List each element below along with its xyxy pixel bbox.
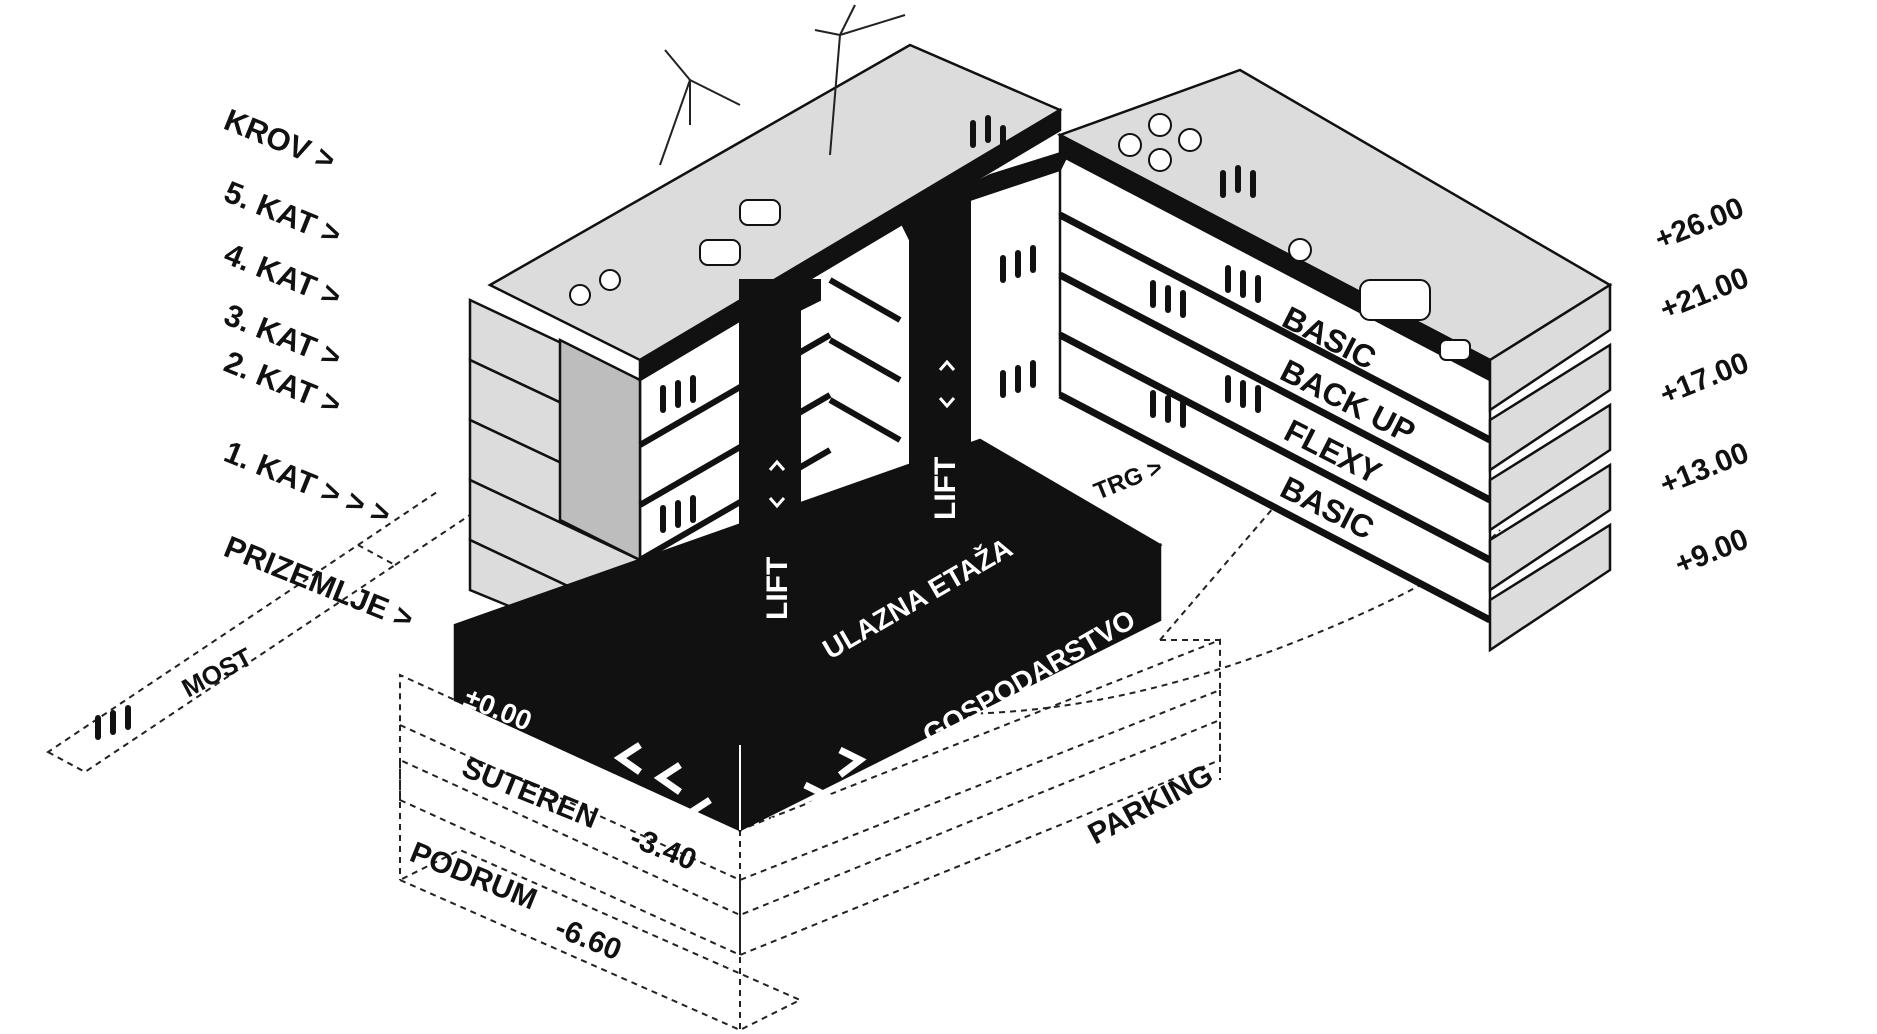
elevation-21: +21.00 xyxy=(1655,261,1753,326)
label-kat1: 1. KAT > > > xyxy=(219,434,395,532)
trg-label: TRG > xyxy=(1090,454,1166,506)
floor-labels: KROV > 5. KAT > 4. KAT > 3. KAT > 2. KAT… xyxy=(177,102,419,703)
lift-label-right: LIFT xyxy=(929,457,962,520)
elevation-9: +9.00 xyxy=(1670,522,1753,581)
elevation-26: +26.00 xyxy=(1650,191,1748,256)
label-krov: KROV > xyxy=(219,102,340,178)
elevation-labels: +26.00 +21.00 +17.00 +13.00 +9.00 xyxy=(1650,191,1753,581)
parking-label: PARKING xyxy=(1083,758,1219,851)
suteren-label: SUTEREN xyxy=(457,751,602,835)
label-prizemlje: PRIZEMLJE > xyxy=(219,529,418,637)
lift-label-left: LIFT xyxy=(761,557,794,620)
elevation-13: +13.00 xyxy=(1655,436,1753,501)
label-most: MOST xyxy=(177,641,258,703)
podrum-label: PODRUM xyxy=(405,836,541,917)
elevation-17: +17.00 xyxy=(1655,346,1753,411)
